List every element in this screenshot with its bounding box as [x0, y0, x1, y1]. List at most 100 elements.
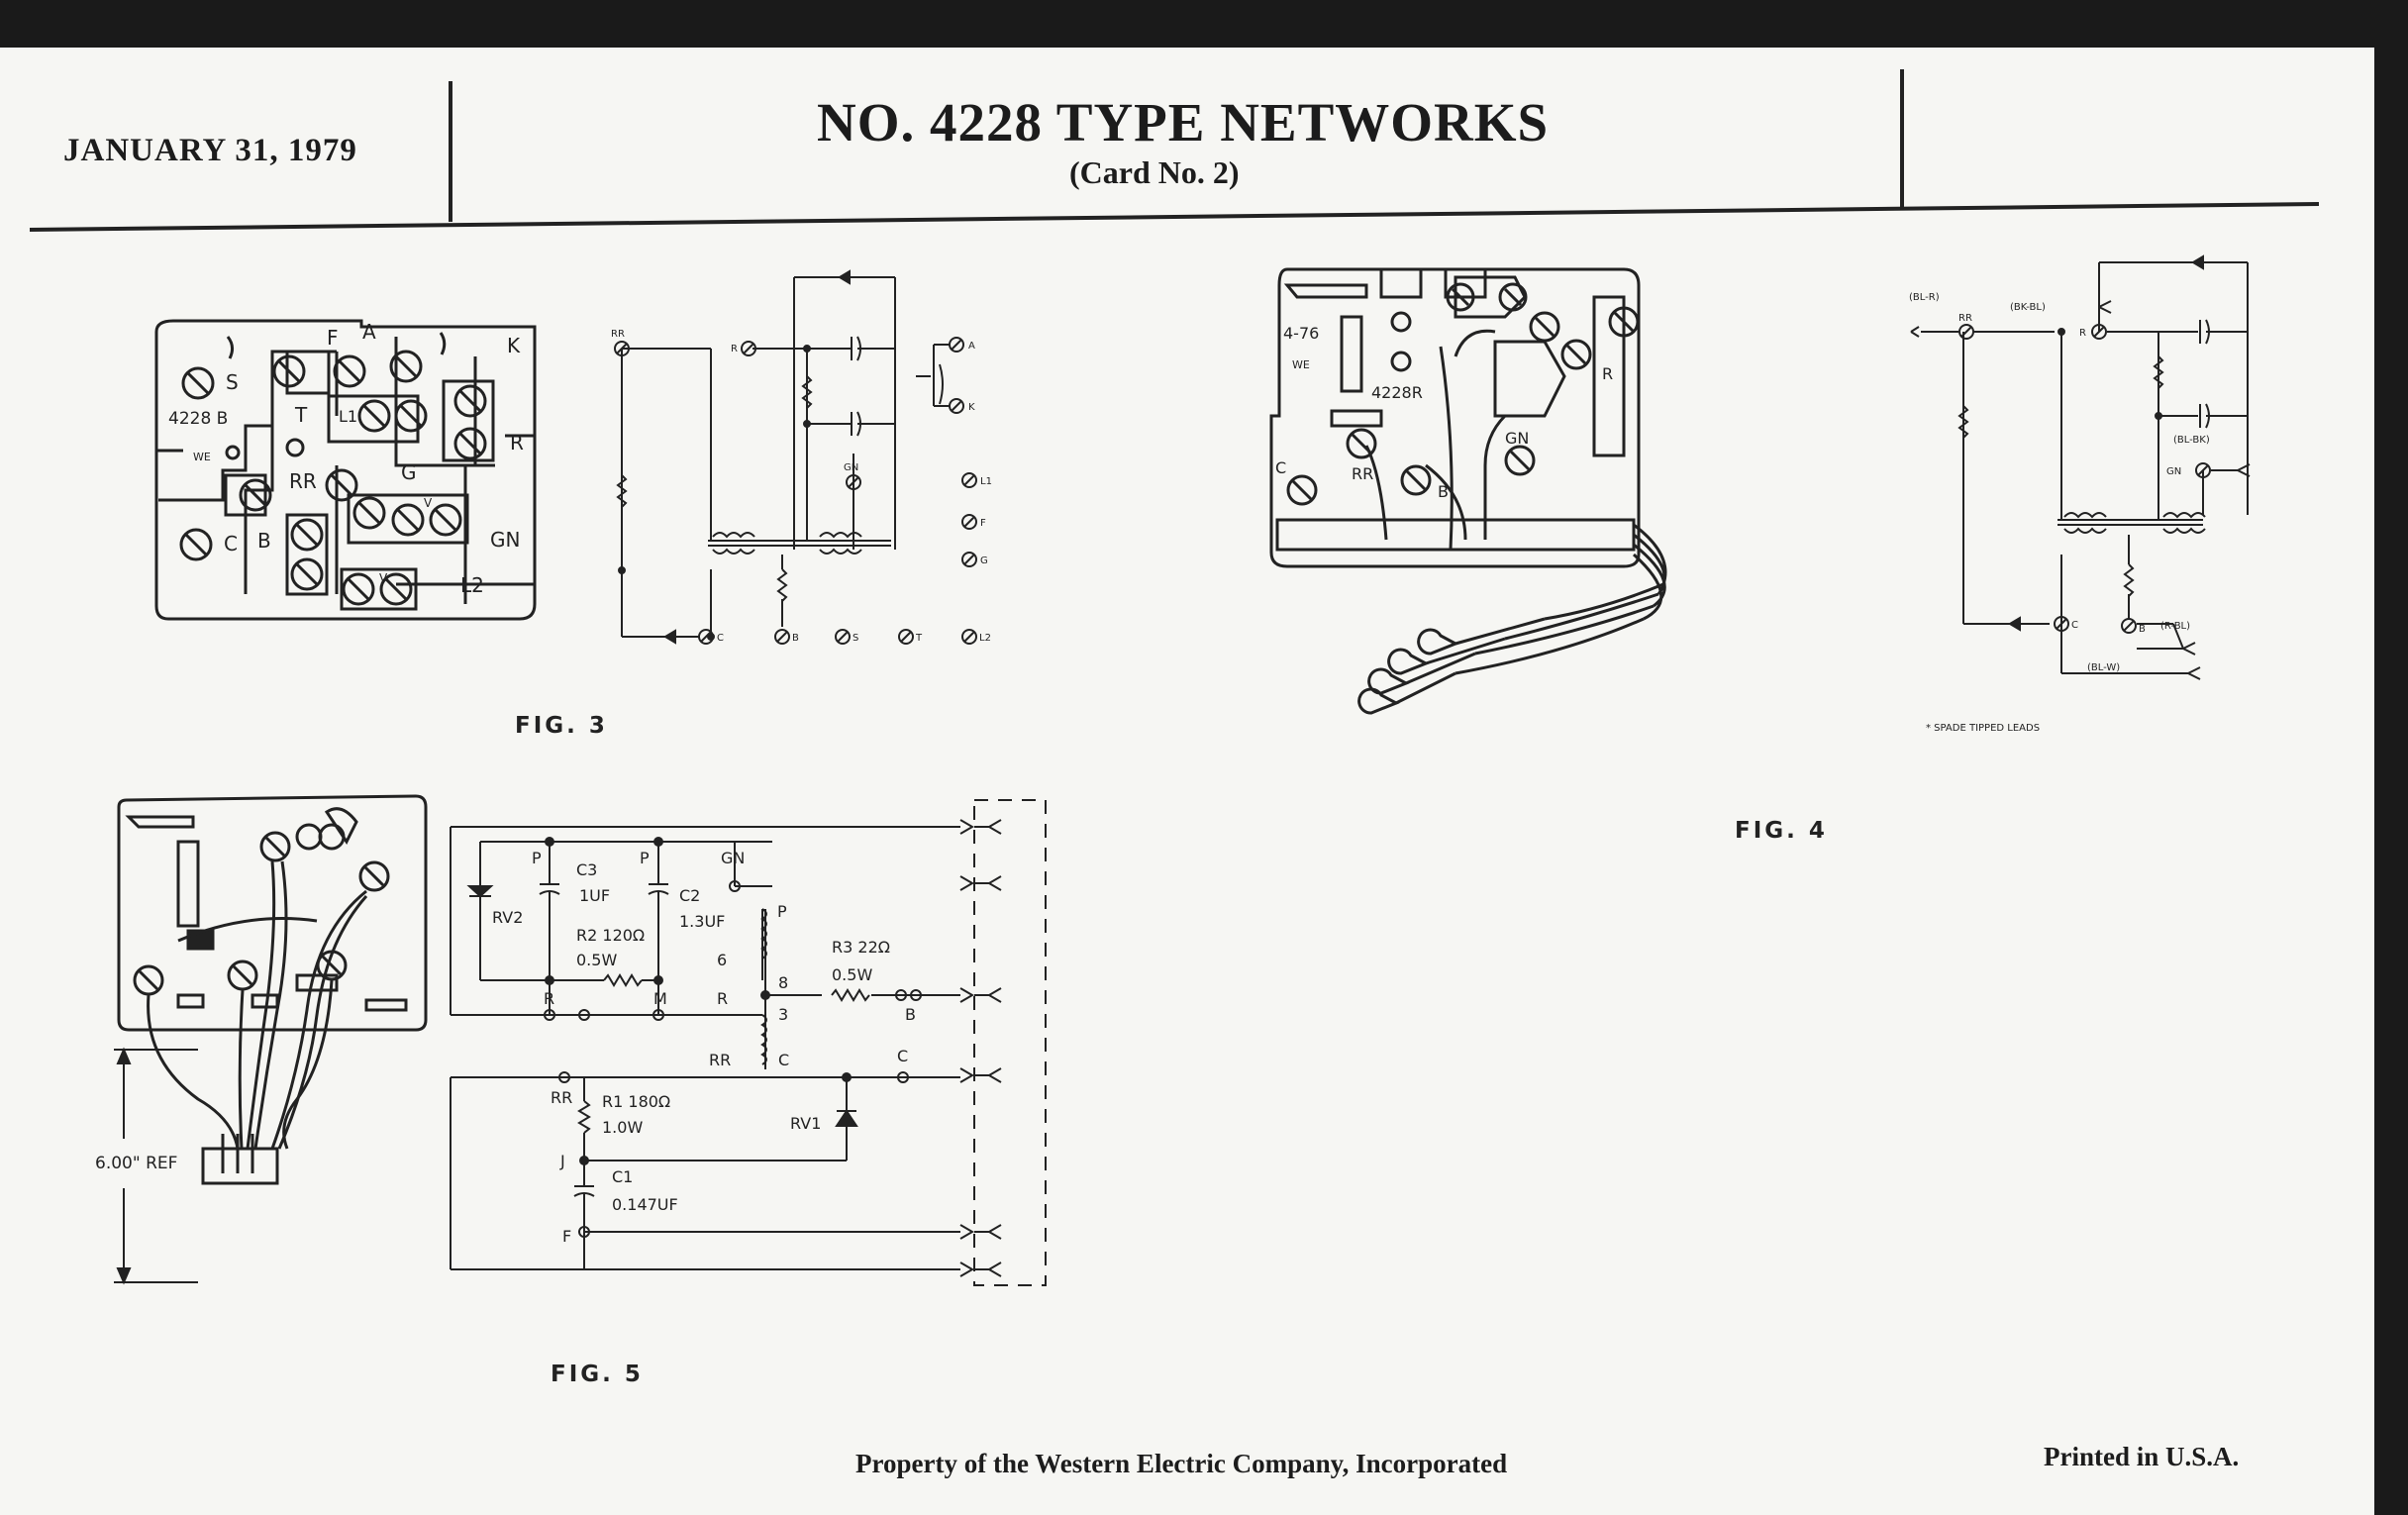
fig3-net-label: A [362, 320, 376, 344]
fig5-label: 6 [717, 951, 727, 969]
fig5-label: F [562, 1227, 571, 1246]
fig3-net-label: L1 [339, 407, 357, 426]
fig4-caption: FIG. 4 [1735, 818, 1828, 844]
fig4-net-label: RR [1352, 464, 1373, 483]
fig5-label: 3 [778, 1005, 788, 1024]
fig5-label: R2 120Ω [576, 926, 645, 945]
fig5-label: RR [709, 1051, 731, 1069]
fig4-net-label: R [1602, 364, 1613, 383]
fig3-net-label: V [424, 496, 433, 510]
fig3-sch-label: B [792, 633, 799, 644]
fig4-net-label: B [1438, 482, 1449, 501]
fig5-label: R1 180Ω [602, 1092, 670, 1111]
fig5-label: R [717, 989, 728, 1008]
fig3-net-label: RR [289, 469, 317, 493]
page-subtitle: (Card No. 2) [1069, 154, 1240, 190]
reference-card [0, 48, 2374, 1515]
fig5-schematic [450, 799, 1047, 1286]
fig3-sch-label: K [968, 402, 975, 413]
fig4-sch-label: RR [1958, 313, 1972, 324]
fig3-sch-label: RR [611, 329, 625, 340]
fig3-network-labels: S 4228 B WE F A K T L1 R G RR C B V GN L… [168, 320, 524, 597]
fig3-net-label: S [226, 370, 239, 394]
fig3-sch-label: G [980, 556, 988, 566]
fig4-schematic-labels: (BL-R) (BK-BL) RR R (BL-BK) GN C B (R-BL… [1909, 292, 2210, 734]
fig3-sch-label: L2 [979, 633, 991, 644]
footer-printed-notice: Printed in U.S.A. [2044, 1442, 2240, 1471]
fig5-label: GN [721, 849, 745, 867]
fig4-sch-label: R [2079, 328, 2086, 339]
fig3-sch-label: C [717, 633, 724, 644]
fig5-label: RR [551, 1088, 572, 1107]
fig3-net-label: L2 [460, 573, 484, 597]
fig4-net-label: C [1275, 458, 1286, 477]
page-title: NO. 4228 TYPE NETWORKS [817, 92, 1550, 152]
fig5-label: 0.5W [576, 951, 617, 969]
fig4-sch-label: GN [2166, 466, 2181, 477]
fig3-net-label: F [327, 326, 339, 350]
fig3-net-label: R [510, 431, 524, 454]
fig3-net-label: B [257, 529, 271, 553]
fig5-label: P [640, 849, 650, 867]
fig5-label: P [532, 849, 542, 867]
footer-property-notice: Property of the Western Electric Company… [855, 1449, 1508, 1478]
fig5-label: 0.147UF [612, 1195, 678, 1214]
fig4-network-drawing [1269, 267, 1667, 715]
fig3-sch-label: A [968, 341, 975, 352]
fig3-net-label: WE [193, 451, 211, 463]
fig3-net-label: GN [490, 528, 520, 552]
fig4-net-label: WE [1292, 358, 1310, 371]
fig5-dimension-label: 6.00" REF [95, 1154, 177, 1173]
fig4-sch-label: B [2139, 624, 2146, 635]
card-date: JANUARY 31, 1979 [63, 133, 357, 168]
fig3-net-label: T [294, 403, 308, 427]
fig3-schematic-labels: RR R GN A K L1 F G C B S T L2 [611, 329, 992, 644]
fig3-schematic [614, 269, 977, 645]
fig3-net-label: C [224, 532, 238, 556]
fig5-label: J [559, 1152, 565, 1170]
fig5-label: RV1 [790, 1114, 821, 1133]
fig4-sch-label: (R-BL) [2160, 621, 2190, 632]
fig3-sch-label: F [980, 518, 986, 529]
fig3-sch-label: T [915, 633, 923, 644]
fig3-net-label: V [379, 571, 388, 585]
fig4-net-label: 4228R [1371, 383, 1423, 402]
fig5-network-drawing [117, 794, 428, 1185]
fig5-label: 1.3UF [679, 912, 725, 931]
fig4-net-label: 4-76 [1283, 324, 1319, 343]
fig5-label: B [905, 1005, 916, 1024]
fig5-label: 1.0W [602, 1118, 643, 1137]
fig3-sch-label: R [731, 344, 738, 354]
fig3-sch-label: S [853, 633, 858, 644]
fig3-net-label: 4228 B [168, 409, 228, 429]
fig4-schematic [1910, 254, 2251, 680]
fig3-sch-label: L1 [980, 476, 992, 487]
fig4-sch-label: (BL-R) [1909, 292, 1940, 303]
fig5-label: R3 22Ω [832, 938, 890, 957]
fig5-label: RV2 [492, 908, 523, 927]
fig3-net-label: K [507, 334, 521, 357]
fig5-label: 0.5W [832, 965, 872, 984]
fig4-sch-label: (BK-BL) [2010, 302, 2046, 313]
fig3-net-label: G [401, 460, 417, 484]
fig3-network-drawing [154, 319, 537, 621]
fig4-network-labels: 4-76 WE 4228R C RR B GN R [1275, 324, 1613, 501]
fig5-label: R [544, 989, 554, 1008]
fig5-label: M [653, 989, 667, 1008]
fig5-label: C [897, 1047, 908, 1065]
fig4-note: * SPADE TIPPED LEADS [1926, 723, 2040, 734]
fig5-label: C3 [576, 860, 597, 879]
fig5-caption: FIG. 5 [551, 1362, 644, 1387]
fig5-label: C2 [679, 886, 700, 905]
fig5-label: C [778, 1051, 789, 1069]
header-rules [29, 69, 2320, 232]
fig3-sch-label: GN [844, 462, 858, 473]
fig5-dimension [114, 1047, 198, 1285]
fig4-net-label: GN [1505, 429, 1529, 448]
fig4-sch-label: (BL-BK) [2173, 435, 2210, 446]
fig5-label: C1 [612, 1167, 633, 1186]
fig4-sch-label: (BL-W) [2087, 662, 2120, 673]
fig5-schematic-labels: P C3 1UF P C2 1.3UF GN RV2 R2 120Ω 0.5W … [492, 849, 916, 1246]
fig4-sch-label: C [2071, 620, 2078, 631]
